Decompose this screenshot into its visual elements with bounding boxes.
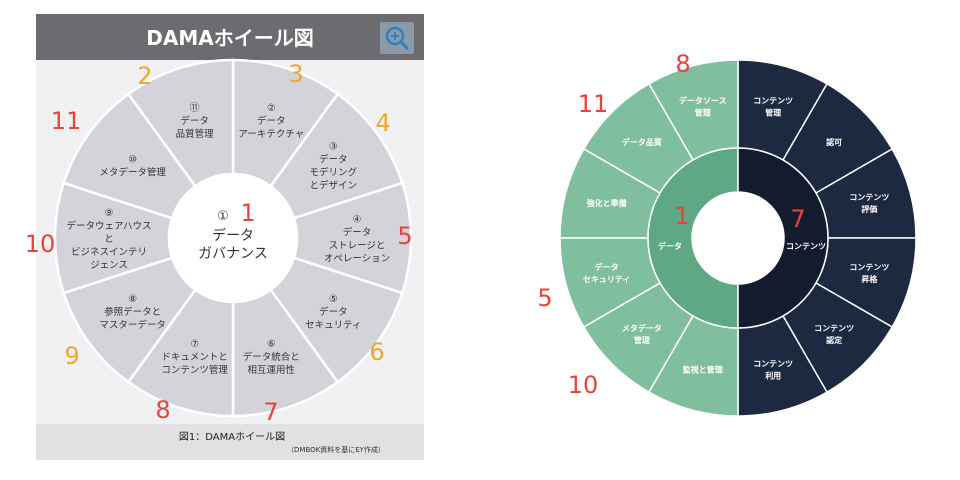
segment-label: とデザイン	[310, 180, 358, 192]
annotation-number: 10	[568, 371, 599, 399]
center-number: ①	[217, 209, 229, 224]
data-content-wheel-figure: コンテンツ管理認可コンテンツ評価コンテンツ昇格コンテンツ認定コンテンツ利用データ…	[537, 50, 917, 417]
inner-label-data: データ	[658, 241, 682, 251]
segment-number: ④	[353, 215, 362, 226]
segment-label: コンテンツ	[849, 193, 889, 202]
segment-number: ⑪	[190, 102, 200, 114]
annotation-number: 1	[240, 199, 255, 227]
segment-label: データウェアハウス	[66, 220, 151, 232]
figure-source: （DMBOK資料を基にEY作成）	[287, 445, 385, 454]
segment-label: モデリング	[310, 167, 358, 179]
segment-label: 管理	[695, 108, 711, 118]
segment-number: ⑤	[329, 294, 338, 305]
annotation-number: 2	[137, 62, 152, 90]
segment-label: ビジネスインテリ	[71, 247, 147, 258]
segment-label: データ	[319, 306, 348, 318]
segment-label: コンテンツ	[753, 97, 793, 106]
segment-label: ドキュメントと	[161, 352, 228, 363]
segment-label: メタデータ	[622, 323, 662, 333]
segment-label: コンテンツ	[849, 263, 889, 272]
annotation-number: 7	[263, 398, 278, 426]
segment-label: メタデータ管理	[99, 167, 166, 179]
segment-number: ⑦	[190, 339, 199, 350]
segment-label: ジェンス	[90, 260, 128, 271]
annotation-number: 7	[790, 205, 805, 233]
segment-label: セキュリティ	[583, 275, 631, 284]
annotation-number: 4	[375, 109, 390, 137]
annotation-number: 1	[674, 202, 689, 230]
annotation-number: 11	[578, 90, 609, 118]
segment-label: 認定	[826, 335, 842, 345]
caption-bar	[36, 424, 424, 460]
wheel-hole	[692, 192, 784, 284]
segment-label: マスターデータ	[99, 319, 166, 331]
segment-label: データ	[257, 115, 286, 127]
segment-label: 監視と管理	[683, 364, 723, 374]
segment-label: 評価	[861, 204, 877, 214]
figure-caption: 図1：DAMAホイール図	[179, 431, 285, 443]
annotation-number: 3	[288, 60, 303, 88]
annotation-number: 8	[675, 50, 690, 78]
segment-label: データ	[343, 227, 372, 239]
figure-header	[36, 14, 424, 60]
segment-label: 利用	[764, 370, 781, 380]
annotation-number: 10	[25, 230, 56, 258]
segment-number: ⑩	[128, 155, 137, 166]
segment-number: ③	[329, 142, 338, 153]
segment-label: データ統合と	[243, 351, 300, 363]
annotation-number: 6	[369, 338, 384, 366]
segment-label: コンテンツ	[814, 324, 854, 333]
segment-label: 認可	[826, 137, 842, 147]
segment-label: 管理	[765, 108, 781, 118]
segment-label: と	[104, 234, 114, 245]
inner-label-content: コンテンツ	[786, 242, 826, 251]
center-label: ガバナンス	[198, 246, 268, 262]
magnifier-plus-icon[interactable]	[380, 22, 414, 54]
segment-label: データソース	[679, 96, 727, 106]
segment-label: データ	[180, 115, 209, 127]
segment-label: データ	[595, 262, 619, 272]
segment-label: コンテンツ管理	[161, 364, 228, 376]
segment-number: ⑨	[105, 208, 114, 219]
segment-label: アーキテクチャ	[238, 129, 304, 140]
segment-number: ⑥	[267, 339, 276, 350]
left-annotations: 1 2 3 4 5 6 7 8 9 10 11	[25, 60, 413, 426]
annotation-number: 5	[397, 222, 412, 250]
segment-label: コンテンツ	[753, 359, 793, 368]
segment-label: 参照データと	[104, 306, 161, 318]
segment-label: 強化と準備	[587, 198, 627, 208]
segment-label: セキュリティ	[305, 320, 361, 331]
dama-wheel-figure: DAMAホイール図 ②データアーキテクチャ③データモデリングとデザイン④データス…	[25, 14, 424, 460]
segment-number: ②	[267, 103, 276, 114]
annotation-number: 5	[537, 284, 552, 312]
segment-label: ストレージと	[329, 241, 386, 252]
annotation-number: 11	[51, 107, 82, 135]
segment-label: 相互運用性	[248, 364, 296, 376]
segment-label: 管理	[634, 335, 650, 345]
segment-label: データ	[319, 154, 348, 166]
dama-wheel: ②データアーキテクチャ③データモデリングとデザイン④データストレージとオペレーシ…	[53, 58, 413, 418]
segment-number: ⑧	[128, 294, 137, 305]
center-label: データ	[212, 227, 254, 244]
segment-label: 昇格	[861, 274, 878, 284]
annotation-number: 9	[64, 342, 79, 370]
data-content-wheel: コンテンツ管理認可コンテンツ評価コンテンツ昇格コンテンツ認定コンテンツ利用データ…	[559, 59, 917, 417]
segment-label: オペレーション	[324, 254, 390, 265]
segment-label: データ品質	[622, 137, 662, 147]
annotation-number: 8	[155, 396, 170, 424]
figure-title: DAMAホイール図	[146, 26, 313, 50]
segment-label: 品質管理	[176, 128, 215, 140]
